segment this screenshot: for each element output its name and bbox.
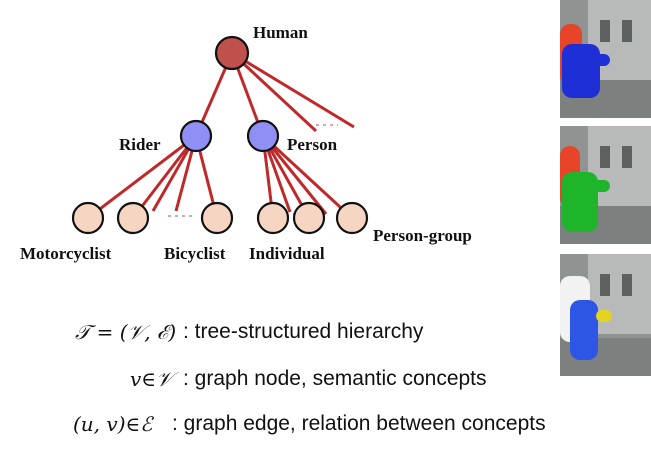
edge-person-person-group	[261, 134, 354, 220]
node-human	[214, 35, 250, 71]
node-notation: v∈𝒱	[130, 367, 173, 391]
background-window	[622, 146, 632, 168]
node-motorcyclist	[71, 201, 105, 235]
definition-row-tree: 𝒯 = (𝒱, ℰ) : tree-structured hierarchy	[0, 317, 560, 347]
edge-human-elided	[230, 51, 318, 133]
label-person-group: Person-group	[373, 226, 472, 245]
edge-description: : graph edge, relation between concepts	[172, 412, 546, 435]
label-human: Human	[253, 23, 308, 42]
node-leaf-2	[116, 201, 150, 235]
segmentation-thumbnail-2	[560, 126, 651, 244]
segmentation-thumbnail-1	[560, 0, 651, 118]
node-description: : graph node, semantic concepts	[183, 367, 487, 390]
background-window	[600, 274, 610, 296]
segmentation-mask-part	[588, 180, 610, 192]
edge-rider-motorcyclist	[87, 134, 197, 220]
node-rider	[179, 119, 213, 153]
edge-human-elided	[231, 51, 355, 129]
label-rider: Rider	[119, 135, 161, 154]
background-window	[600, 146, 610, 168]
segmentation-mask-vehicle	[562, 44, 600, 98]
edge-notation: (u, v)∈ℰ	[73, 412, 153, 436]
background-window	[600, 20, 610, 42]
segmentation-mask-vehicle	[570, 300, 598, 360]
node-bicyclist	[200, 201, 234, 235]
background-building	[588, 126, 651, 206]
tree-description: : tree-structured hierarchy	[183, 320, 424, 343]
label-person: Person	[287, 135, 338, 154]
node-leaf-5	[292, 201, 326, 235]
tree-nodes	[71, 35, 369, 235]
label-individual: Individual	[249, 244, 325, 263]
node-person	[246, 119, 280, 153]
background-window	[622, 274, 632, 296]
definition-row-node: v∈𝒱 : graph node, semantic concepts	[0, 364, 560, 394]
edge-person-elided	[261, 135, 328, 215]
label-motorcyclist: Motorcyclist	[20, 244, 112, 263]
background-window	[622, 20, 632, 42]
node-person-group	[335, 201, 369, 235]
segmentation-thumbnail-3	[560, 254, 651, 376]
label-bicyclist: Bicyclist	[164, 244, 226, 263]
segmentation-mask-part	[590, 54, 610, 66]
definition-row-edge: (u, v)∈ℰ : graph edge, relation between …	[0, 409, 651, 439]
node-individual	[256, 201, 290, 235]
edge-rider-leaf-2	[131, 135, 198, 219]
segmentation-mask-part	[596, 310, 612, 322]
tree-notation: 𝒯 = (𝒱, ℰ)	[75, 320, 177, 344]
